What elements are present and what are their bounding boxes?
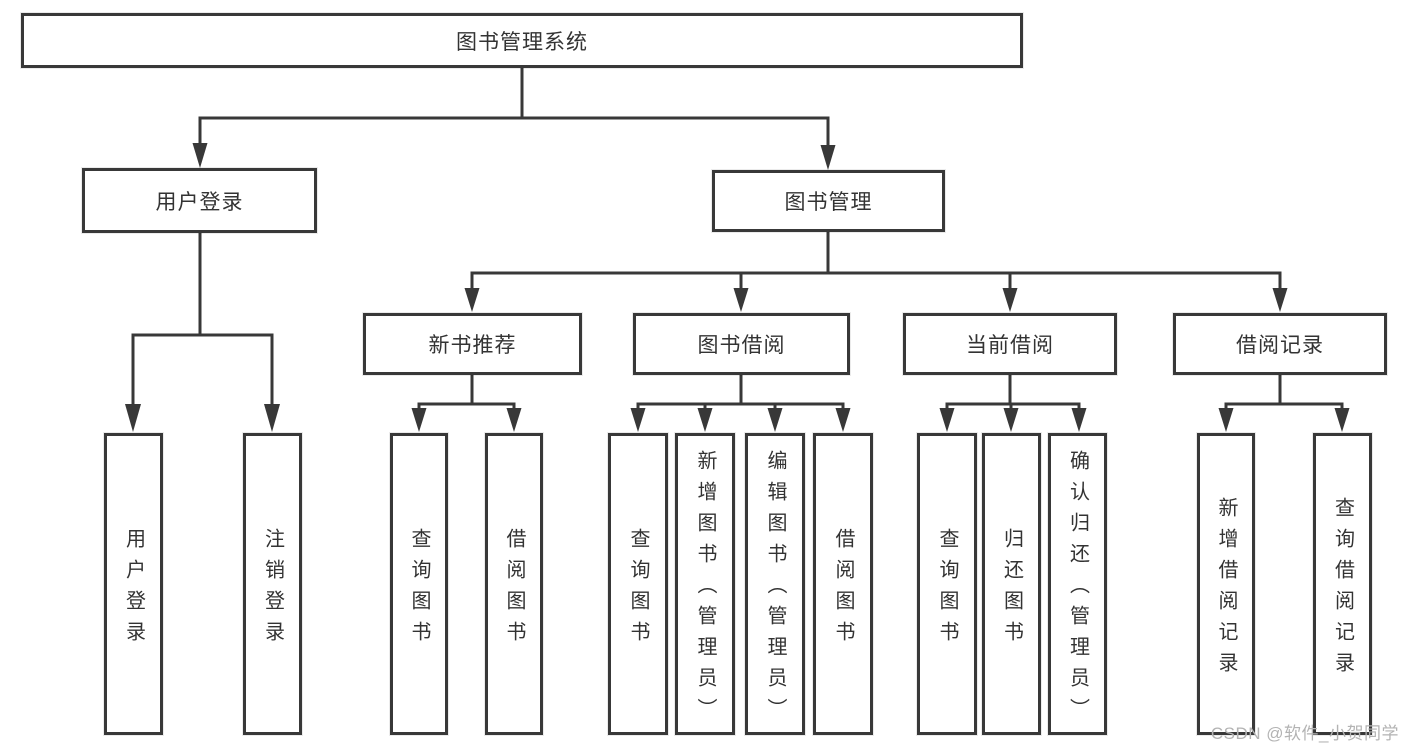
node-user-login-label: 用户登录 [155,190,244,214]
node-current-borrowing: 当前借阅 [903,313,1117,375]
leaf-logout-label: 注销登录 [261,527,284,652]
node-book-borrowing-label: 图书借阅 [697,334,786,357]
connector-book-management-children [464,232,1288,312]
leaf-borrowing-add-books: 新增图书（管理员） [675,433,735,735]
connector-user-login-children [125,233,280,432]
connector-borrowing-records-children [1218,375,1350,432]
leaf-recommend-query-books-label: 查询图书 [408,527,430,652]
node-borrowing-records: 借阅记录 [1173,313,1387,375]
leaf-user-login-label: 用户登录 [122,527,145,652]
node-user-login: 用户登录 [82,168,317,233]
leaf-recommend-borrow-books-label: 借阅图书 [503,527,525,652]
leaf-user-login: 用户登录 [104,433,163,735]
connector-root-to-level2 [192,68,836,170]
leaf-borrowing-query-books: 查询图书 [608,433,668,735]
leaf-recommend-query-books: 查询图书 [390,433,448,735]
connector-book-borrowing-children [630,375,851,432]
leaf-borrowing-edit-books-label: 编辑图书（管理员） [764,450,786,729]
node-book-borrowing: 图书借阅 [633,313,850,375]
leaf-borrowing-add-books-label: 新增图书（管理员） [694,450,716,729]
leaf-records-add-record: 新增借阅记录 [1197,433,1255,735]
node-root: 图书管理系统 [21,13,1023,68]
node-new-book-recommend-label: 新书推荐 [428,334,517,357]
node-book-management-label: 图书管理 [784,191,873,214]
node-borrowing-records-label: 借阅记录 [1236,334,1324,357]
leaf-current-query-books: 查询图书 [917,433,977,735]
leaf-current-confirm-return: 确认归还（管理员） [1048,433,1107,735]
leaf-current-query-books-label: 查询图书 [936,527,958,652]
node-root-label: 图书管理系统 [456,30,588,54]
leaf-current-return-books: 归还图书 [982,433,1041,735]
leaf-borrowing-borrow-books-label: 借阅图书 [832,527,854,652]
leaf-recommend-borrow-books: 借阅图书 [485,433,543,735]
leaf-records-query-record-label: 查询借阅记录 [1331,496,1354,683]
node-new-book-recommend: 新书推荐 [363,313,582,375]
connector-new-book-recommend-children [411,375,522,432]
leaf-borrowing-borrow-books: 借阅图书 [813,433,873,735]
leaf-borrowing-query-books-label: 查询图书 [627,527,649,652]
leaf-records-add-record-label: 新增借阅记录 [1215,496,1237,683]
connector-current-borrowing-children [939,375,1087,432]
leaf-borrowing-edit-books: 编辑图书（管理员） [745,433,805,735]
leaf-logout: 注销登录 [243,433,302,735]
node-current-borrowing-label: 当前借阅 [966,334,1054,357]
csdn-watermark: CSDN @软件_小贺同学 [1210,724,1399,743]
leaf-records-query-record: 查询借阅记录 [1313,433,1372,735]
node-book-management: 图书管理 [712,170,945,232]
leaf-current-confirm-return-label: 确认归还（管理员） [1066,450,1089,729]
leaf-current-return-books-label: 归还图书 [1000,527,1023,652]
